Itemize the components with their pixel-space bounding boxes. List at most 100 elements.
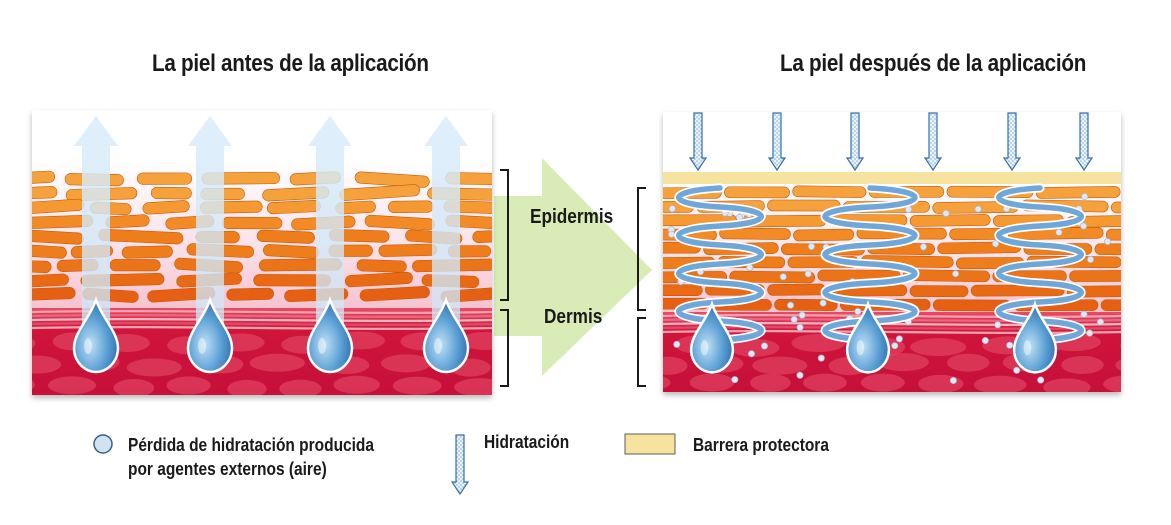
moisture-dot [919,243,927,251]
barrier-legend-swatch [624,433,676,455]
legend-loss-line-2: por agentes externos (aire) [128,459,327,479]
moisture-dot [748,350,756,358]
dermis-cell [946,353,990,372]
moisture-dot [1096,318,1104,326]
dermis-cell [918,374,964,392]
epidermis-cell [32,186,58,200]
dermis-cell [48,376,96,395]
dermis-cell [227,379,267,395]
epidermis-cell [121,245,173,259]
epidermis-cell [1100,299,1121,312]
hydration-arrow [450,434,470,496]
drop-highlight [434,338,442,354]
moisture-dot [668,230,676,238]
moisture-dot [807,243,815,251]
epidermis-cell [909,214,991,227]
epidermis-cell [724,186,790,199]
retained-moisture-paths [674,183,1086,345]
dermis-cell [973,375,1027,392]
hydration-arrow [923,112,943,172]
epidermis-cell [719,227,791,240]
transition-arrow [494,158,652,376]
moisture-path [822,185,918,343]
epidermis-cell [1094,243,1121,256]
drop-highlight [856,340,865,356]
moisture-dot [804,270,812,278]
moisture-dot [1086,329,1094,337]
epidermis-label: Epidermis [530,206,614,228]
dermis-cell [32,380,36,390]
water-drops [72,296,470,374]
water-drop [1012,300,1058,374]
hydration-arrow [845,112,865,172]
epidermis-cell [150,186,192,200]
epidermis-cell [909,285,969,298]
dermis-cell [279,379,322,395]
dermis-cell [663,356,688,375]
epidermis-cell [729,270,816,284]
moisture-dot [952,270,960,278]
moisture-dot [1006,341,1014,349]
dermis-cell [249,353,305,372]
drop-highlight [700,340,709,356]
dermis-cell [166,376,211,395]
moisture-dot [1104,238,1112,246]
epidermis-cell [1105,228,1121,241]
skin-before-panel [32,110,492,395]
dermis-cell [750,373,791,392]
legend-hydration-label: Hidratación [484,432,570,452]
title-before: La piel antes de la aplicación [152,50,429,77]
legend-barrier-label: Barrera protectora [693,435,829,455]
dermis-cell [663,376,671,389]
water-drop [422,296,470,374]
hydration-arrows [688,112,1094,172]
moisture-path [996,185,1084,343]
epidermis-cell [359,286,430,302]
layer-brackets [500,169,646,387]
moisture-dot [905,205,913,213]
epidermis-cell [767,283,826,296]
epidermis-cell [142,200,190,215]
dermis-cell [1115,359,1121,372]
epidermis-cell [388,200,434,214]
moisture-dot [731,376,739,384]
legend-loss-label: Pérdida de hidratación producida por age… [128,433,374,481]
epidermis-cell [32,259,52,273]
dermis-cell [1103,375,1121,392]
hydration-arrow [767,112,787,172]
dermis-cell [113,378,155,395]
title-after: La piel después de la aplicación [780,50,1087,77]
moisture-dot [796,371,804,379]
water-drop [72,296,120,374]
barrier-layer [663,172,1121,184]
epidermis-cell [1134,214,1171,226]
epidermis-cell [792,185,867,198]
dermis-cell [392,376,442,395]
moisture-dot [1013,366,1021,374]
moisture-dot [992,240,1000,248]
legend-loss-line-1: Pérdida de hidratación producida [128,435,375,455]
moisture-dot [796,323,804,331]
water-drop [845,300,891,374]
epidermis-cell [109,259,161,272]
moisture-path [676,185,764,343]
epidermis-cell [1110,201,1121,214]
drop-highlight [1023,340,1032,356]
drop-highlight [84,338,92,354]
epidermis-cell [1069,270,1121,282]
dermis-cell [32,338,36,349]
moisture-dot [1080,222,1088,230]
skin-after-panel [663,112,1171,392]
epidermis-cell [344,271,413,288]
epidermis-cell [1123,186,1171,198]
moisture-dot [1037,376,1045,384]
moisture-dot [974,205,982,213]
moisture-dot [817,354,825,362]
drop-highlight [318,338,326,354]
dermis-cell [1043,378,1091,392]
epidermis-cell [226,287,274,301]
epidermis-cell [774,298,838,311]
moisture-dot [981,337,989,345]
water-drop [689,300,735,374]
